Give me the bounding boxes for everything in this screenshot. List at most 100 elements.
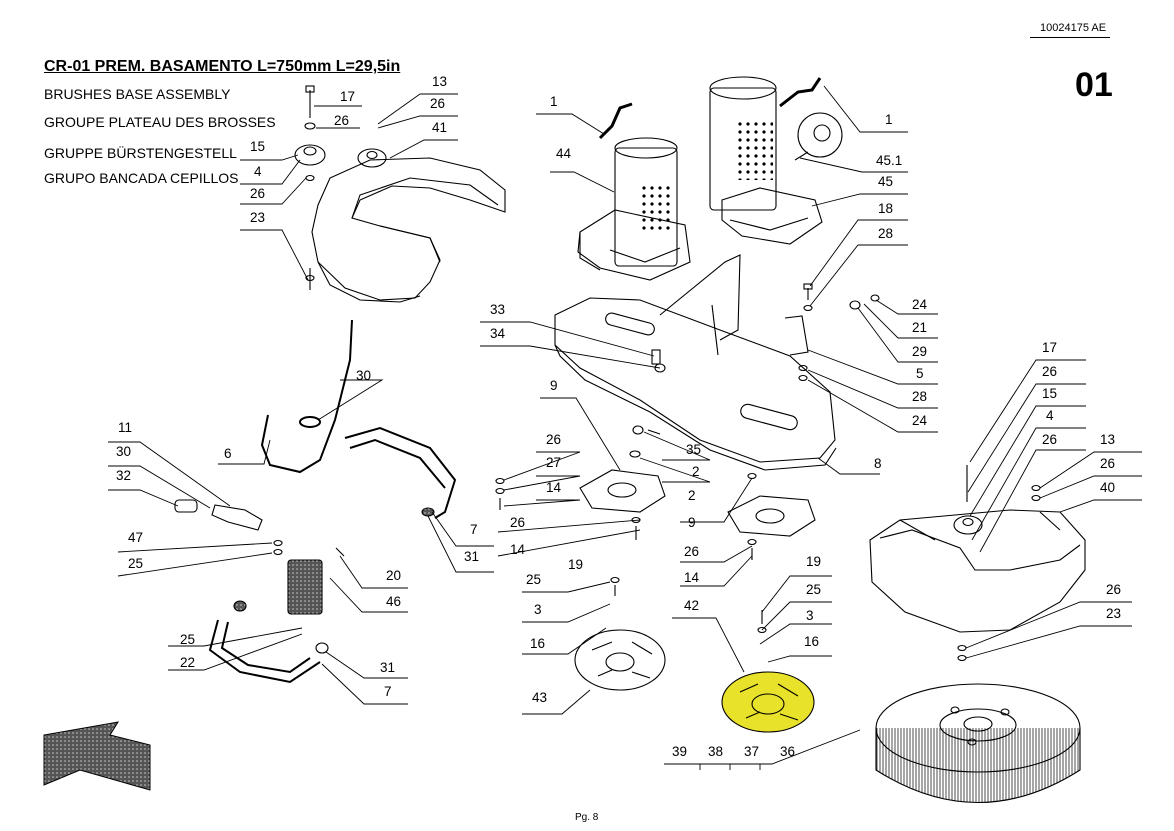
callout: 8: [874, 456, 882, 471]
callout: 19: [806, 554, 821, 569]
callout: 7: [470, 522, 478, 537]
callout: 6: [224, 446, 232, 461]
callout: 21: [912, 320, 927, 335]
brush-hub-highlighted-part: [721, 671, 815, 733]
callout: 28: [878, 226, 893, 241]
document-code: 10024175 AE: [1040, 22, 1107, 34]
callout: 31: [464, 549, 479, 564]
callout: 36: [780, 744, 795, 759]
callout: 17: [1042, 340, 1057, 355]
direction-arrow-icon: [43, 721, 151, 791]
callout: 2: [688, 488, 696, 503]
callout: 26: [1042, 364, 1057, 379]
callout: 14: [510, 542, 526, 557]
callout: 32: [116, 468, 131, 483]
callout: 29: [912, 344, 927, 359]
callout: 37: [744, 744, 759, 759]
callout: 13: [1100, 432, 1115, 447]
callout: 11: [118, 420, 132, 435]
brush-hub-left-part: [574, 629, 666, 691]
callout: 9: [688, 515, 696, 530]
callout: 22: [180, 655, 195, 670]
callout: 4: [1046, 408, 1054, 423]
callout-labels: 17 26 13 26 41 15 4 26 23 1 44 1 45.1 45…: [116, 74, 1121, 759]
hose-fittings-part: [174, 499, 263, 531]
fasteners-part: [273, 283, 1041, 662]
valve-part: [233, 507, 435, 654]
callout: 47: [128, 530, 143, 545]
callout: 17: [340, 89, 355, 104]
right-brush-plate-part: [869, 465, 1086, 633]
callout: 26: [1106, 582, 1121, 597]
callout: 15: [250, 139, 265, 154]
callout: 2: [692, 464, 700, 479]
callout: 26: [684, 544, 699, 559]
callout: 19: [568, 557, 583, 572]
callout: 23: [1106, 606, 1121, 621]
pulley-left-part: [294, 85, 387, 290]
page-footer: Pg. 8: [575, 812, 599, 823]
callout: 14: [546, 480, 562, 495]
callout: 46: [386, 594, 401, 609]
motor-left-part: [577, 137, 691, 281]
callout: 45: [878, 174, 893, 189]
flange-plate-right-part: [727, 495, 816, 537]
callout: 40: [1100, 480, 1115, 495]
callout: 13: [432, 74, 447, 89]
callout: 14: [684, 570, 700, 585]
section-number: 01: [1075, 66, 1113, 104]
callout: 16: [804, 634, 819, 649]
flange-plate-left-part: [579, 469, 666, 513]
callout: 25: [526, 572, 541, 587]
callout: 43: [532, 690, 547, 705]
hose-left-part: [598, 102, 633, 140]
callout: 38: [708, 744, 723, 759]
callout: 25: [806, 582, 821, 597]
callout: 33: [490, 302, 505, 317]
callout: 20: [386, 568, 401, 583]
callout: 25: [180, 632, 195, 647]
callout: 24: [912, 413, 928, 428]
subtitle-fr: GROUPE PLATEAU DES BROSSES: [44, 114, 276, 130]
water-hoses-part: [208, 319, 457, 684]
subtitle-es: GRUPO BANCADA CEPILLOS: [44, 170, 239, 186]
subtitle-de: GRUPPE BÜRSTENGESTELL: [44, 145, 237, 161]
callout: 1: [550, 94, 558, 109]
callout: 26: [430, 96, 445, 111]
left-brush-plate-part: [311, 157, 506, 303]
hose-right-part: [779, 77, 822, 108]
callout: 9: [550, 378, 558, 393]
callout: 1: [885, 112, 893, 127]
main-frame-part: [554, 254, 837, 471]
callout: 30: [356, 368, 371, 383]
callout: 4: [254, 164, 262, 179]
callout: 45.1: [876, 153, 902, 168]
page-title: CR-01 PREM. BASAMENTO L=750mm L=29,5in: [44, 58, 401, 75]
callout: 28: [912, 389, 927, 404]
leader-lines: [108, 85, 1142, 770]
callout: 3: [806, 608, 814, 623]
callout: 7: [384, 684, 392, 699]
brush-part: [875, 683, 1081, 804]
motor-right-part: [709, 76, 843, 245]
callout: 23: [250, 210, 265, 225]
callout: 26: [1042, 432, 1057, 447]
callout: 31: [380, 660, 395, 675]
callout: 39: [672, 744, 687, 759]
callout: 30: [116, 444, 131, 459]
callout: 18: [878, 201, 893, 216]
callout: 42: [684, 598, 699, 613]
callout: 35: [686, 442, 701, 457]
callout: 26: [1100, 456, 1115, 471]
callout: 34: [490, 326, 506, 341]
callout: 16: [530, 636, 545, 651]
callout: 26: [334, 113, 349, 128]
callout: 27: [546, 455, 561, 470]
callout: 26: [546, 432, 561, 447]
callout: 25: [128, 556, 143, 571]
subtitle-en: BRUSHES BASE ASSEMBLY: [44, 86, 231, 102]
header-rule: [1030, 37, 1110, 38]
callout: 26: [250, 186, 265, 201]
callout: 44: [556, 146, 572, 161]
